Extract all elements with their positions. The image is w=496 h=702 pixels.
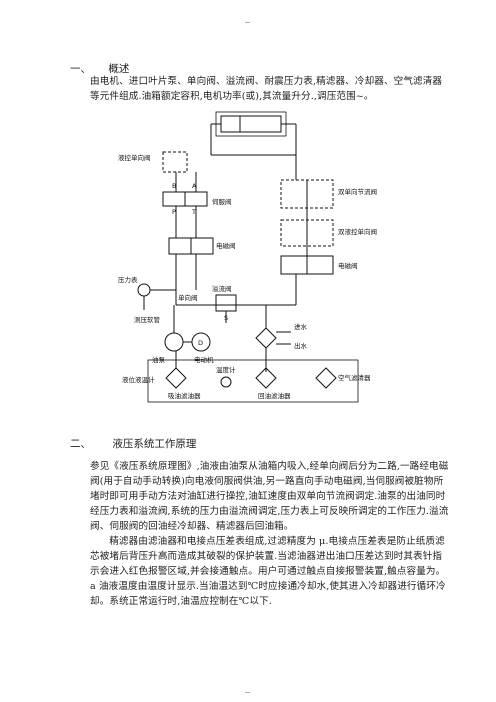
section-1-number: 一、 [70,63,91,75]
label-check-valve: 单向阀 [178,293,198,302]
label-water-out: 出水 [294,341,308,350]
label-motor: 电动机 [194,355,214,364]
section-2-paragraph-2: 精滤器由滤油器和电接点压差表组成,过滤精度为 μ.电接点压差表是防止纸质滤芯被堵… [90,536,446,607]
section-1-title: 概述 [108,63,130,75]
label-solenoid-valve-left: 电磁阀 [216,241,236,250]
label-port-p: P [172,208,176,216]
page-bottom-mark: _ [245,682,250,693]
label-solenoid-valve-right: 电磁阀 [338,261,358,270]
label-air-filter: 空气滤清器 [338,373,371,382]
label-thermometer: 温度计 [216,365,236,374]
label-oil-pump: 油泵 [152,355,166,364]
section-2-body: 参见《液压系统原理图》,油液由油泵从油箱内吸入,经单向阀后分为二路,一路经电磁阀… [90,459,450,609]
section-1-text: 由电机、进口叶片泵、单向阀、溢流阀、耐震压力表,精滤器、冷却器、空气滤清器等元件… [90,76,443,102]
section-1-paragraph: 由电机、进口叶片泵、单向阀、溢流阀、耐震压力表,精滤器、冷却器、空气滤清器等元件… [90,74,450,104]
section-1-heading: 一、 概述 [70,61,129,76]
label-relief-s: S [224,314,228,322]
label-port-b: B [172,182,176,190]
label-port-t: T [191,208,196,216]
label-motor-letter: D [198,339,203,347]
section-2-number: 二、 [70,438,91,450]
label-servo-valve: 伺服阀 [212,197,232,206]
label-pilot-check-valve-left: 液控单向阀 [118,153,151,162]
section-2-paragraph-1: 参见《液压系统原理图》,油液由油泵从油箱内吸入,经单向阀后分为二路,一路经电磁阀… [90,461,449,532]
label-suction-filter: 吸油滤油器 [168,391,201,400]
section-2-heading: 二、 液压系统工作原理 [70,436,196,451]
label-level-gauge: 液位液温计 [122,375,155,384]
label-dual-pilot-check: 双液控单向阀 [338,227,377,236]
label-relief-valve: 溢流阀 [212,284,232,293]
label-return-filter: 回油滤油器 [258,391,291,400]
section-2-title: 液压系统工作原理 [112,438,197,450]
label-port-a: A [192,182,197,190]
label-water-in: 进水 [294,322,308,331]
label-dual-throttle: 双单向节流阀 [338,187,377,196]
hydraulic-schematic: 液控单向阀 伺服阀 电磁阀 压力表 单向阀 溢流阀 测压软管 双单向节流阀 双液… [118,111,377,403]
page-top-mark: _ [245,12,250,23]
label-gauge-connector: 测压软管 [134,315,161,324]
label-pressure-gauge: 压力表 [118,275,138,284]
